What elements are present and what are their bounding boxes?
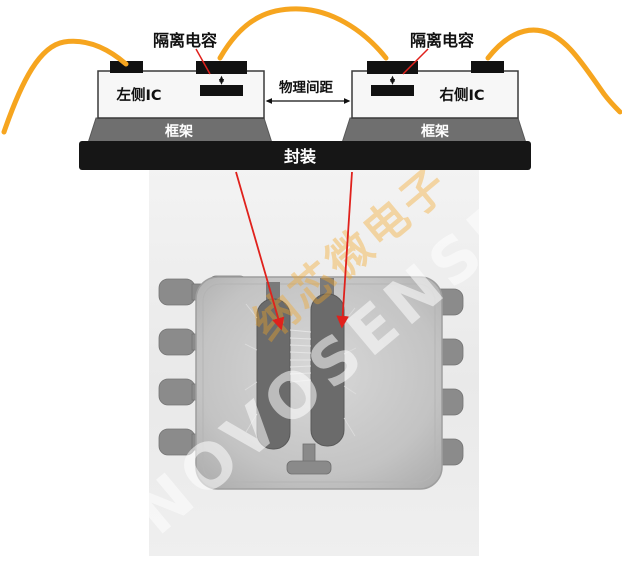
bond-wire-middle [217,6,389,61]
xray-pointer-arrow-left [235,171,285,331]
gap-label: 物理间距 [279,79,333,96]
package-label: 封装 [284,147,316,166]
xray-bond-wires [289,329,312,383]
bond-wires-schematic [1,6,622,135]
ic-label-right: 右侧IC [439,86,484,104]
cap-bottom-plate-left [200,85,243,96]
cap-pointer-line-right [402,48,429,75]
cap-bottom-plate-right [371,85,414,96]
frame-label-left: 框架 [165,123,193,140]
bond-pad-right [471,61,504,73]
gap-label-bg [274,78,338,95]
bond-wire-right [485,27,622,115]
cap-label-right: 隔离电容 [410,31,474,50]
package-bar [79,141,531,170]
xray-pointer-arrow-right [336,171,353,329]
bond-pad-left [110,61,143,73]
xray-die-paddle-right [310,293,345,447]
bond-wire-left [1,38,129,135]
ic-label-left: 左侧IC [115,86,161,104]
cap-pointer-line-left [195,48,211,75]
xray-side-wires [244,303,357,437]
cap-label-left: 隔离电容 [153,31,217,50]
xray-content: NOVOSENSE 纳芯微电子 [149,167,479,548]
frame-label-right: 框架 [421,123,449,140]
xray-bottom-tiebar [286,443,332,475]
xray-image: NOVOSENSE 纳芯微电子 [149,167,479,556]
xray-package-inner-rim [202,283,436,483]
schematic: 隔离电容 隔离电容 左侧IC 右侧IC 框架 框架 封装 物理间距 [1,6,622,331]
